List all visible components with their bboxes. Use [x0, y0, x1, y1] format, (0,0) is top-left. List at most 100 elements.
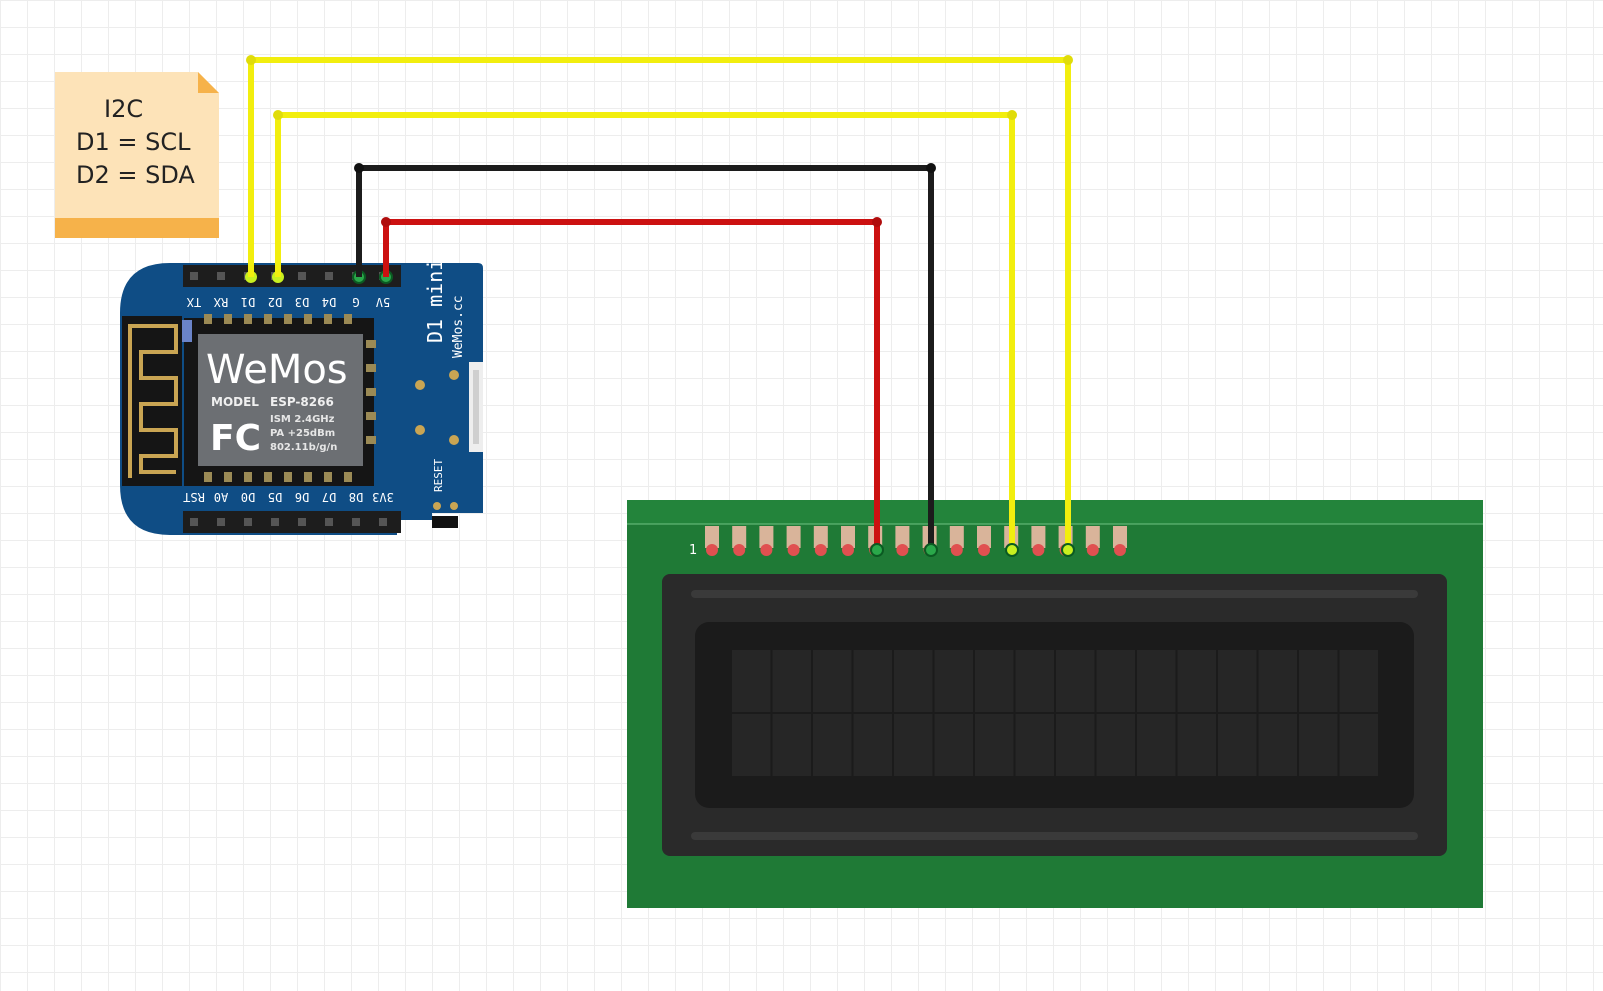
lcd-char-cell — [1096, 714, 1135, 776]
module-shield — [198, 334, 363, 466]
lcd-pin-pad-15 — [1085, 526, 1100, 548]
lcd-char-cell — [1177, 650, 1216, 712]
lcd-pin-pad-4 — [786, 526, 801, 548]
pin-label-d1: D1 — [241, 295, 255, 309]
lcd-char-cell — [732, 650, 771, 712]
lcd-char-cell — [1137, 714, 1176, 776]
lcd-pin-1[interactable] — [706, 544, 718, 556]
pin-label-d3: D3 — [295, 295, 309, 309]
lcd-char-cell — [813, 714, 852, 776]
mount-hole-4 — [415, 425, 425, 435]
lcd-pin-8[interactable] — [896, 544, 909, 556]
lcd-char-cell — [894, 714, 933, 776]
lcd-pin-pad-6 — [841, 526, 855, 548]
lcd-char-cell — [732, 714, 771, 776]
lcd-pin-6[interactable] — [842, 544, 854, 556]
scl-wire[interactable] — [248, 57, 1071, 550]
lcd-char-cell — [1177, 714, 1216, 776]
pin-label-d6: D6 — [295, 490, 309, 504]
lcd-char-cell — [1218, 714, 1257, 776]
lcd-char-cell — [1299, 650, 1338, 712]
module-spec-3: 802.11b/g/n — [270, 442, 337, 453]
lcd-char-cell — [1258, 650, 1297, 712]
mount-hole-1 — [449, 370, 459, 380]
lcd-pin-4[interactable] — [787, 544, 800, 556]
lcd-char-cell — [1015, 714, 1054, 776]
module-spec-2: PA +25dBm — [270, 428, 335, 439]
lcd-connected-pin-1[interactable] — [870, 543, 884, 557]
pin-label-rst: RST — [183, 490, 205, 504]
pin-label-g: G — [352, 295, 359, 309]
lcd-char-cell — [1096, 650, 1135, 712]
lcd-connected-pin-2[interactable] — [924, 543, 938, 557]
module-blue-led — [182, 320, 192, 342]
pin-label-d5: D5 — [268, 490, 282, 504]
note-line-title: I2C — [104, 95, 143, 123]
lcd-pin-13[interactable] — [1032, 544, 1045, 556]
lcd-pin-pad-13 — [1031, 526, 1046, 548]
lcd-char-cell — [1339, 650, 1378, 712]
lcd-16x2[interactable]: 1 — [627, 500, 1483, 908]
lcd-char-cell — [772, 714, 811, 776]
note-line-sda: D2 = SDA — [76, 161, 195, 189]
wemos-d1-mini-board[interactable]: TX RX D1 D2 D3 D4 G 5V RST A0 D0 D5 D6 D… — [120, 259, 483, 535]
lcd-char-cell — [853, 650, 892, 712]
pin-label-d0: D0 — [241, 490, 255, 504]
pin-label-d7: D7 — [322, 490, 336, 504]
lcd-char-cell — [1056, 650, 1095, 712]
lcd-pin-3[interactable] — [760, 544, 773, 556]
lcd-pin-16[interactable] — [1114, 544, 1126, 556]
lcd-char-cell — [1056, 714, 1095, 776]
lcd-connected-pin-4[interactable] — [1061, 543, 1075, 557]
mount-hole-3 — [415, 380, 425, 390]
wire-group — [248, 57, 1071, 550]
lcd-pin-10[interactable] — [950, 544, 963, 556]
lcd-pin-pad-10 — [949, 526, 964, 548]
lcd-char-cell — [1299, 714, 1338, 776]
lcd-pin-pad-2 — [732, 526, 747, 548]
antenna-trace — [128, 324, 178, 478]
lcd-char-cell — [894, 650, 933, 712]
lcd-pin-pad-8 — [895, 526, 910, 548]
reset-button[interactable] — [432, 516, 458, 528]
lcd-char-cell — [813, 650, 852, 712]
pin-label-d8: D8 — [349, 490, 363, 504]
board-name: D1 mini — [423, 259, 447, 343]
wire-bend-points — [246, 55, 1073, 227]
lcd-pin-pad-3 — [759, 526, 774, 548]
lcd-char-cell — [853, 714, 892, 776]
lcd-char-cell — [1218, 650, 1257, 712]
module-logo: WeMos — [206, 347, 348, 393]
ground-wire[interactable] — [356, 165, 934, 550]
lcd-pin-15[interactable] — [1086, 544, 1099, 556]
module-fc-mark: FC — [210, 418, 261, 459]
mount-hole-2 — [449, 435, 459, 445]
lcd-char-cell — [1258, 714, 1297, 776]
lcd-connected-pin-3[interactable] — [1005, 543, 1019, 557]
module-model: ESP-8266 — [270, 395, 334, 409]
lcd-char-cell — [1015, 650, 1054, 712]
sticky-note[interactable]: I2C D1 = SCL D2 = SDA — [55, 72, 219, 238]
pin-label-d4: D4 — [322, 295, 336, 309]
lcd-char-cell — [1137, 650, 1176, 712]
board-brand: WeMos.cc — [451, 295, 466, 358]
bottom-header-pins — [190, 518, 387, 526]
lcd-char-cell — [975, 650, 1014, 712]
lcd-pin-one-label: 1 — [689, 543, 697, 558]
module-model-label: MODEL — [211, 395, 259, 409]
lcd-char-cell — [934, 714, 973, 776]
lcd-char-cell — [772, 650, 811, 712]
pin-label-rx: RX — [213, 295, 228, 309]
lcd-character-grid — [732, 650, 1378, 776]
lcd-pin-2[interactable] — [733, 544, 746, 556]
lcd-pin-pad-16 — [1113, 526, 1127, 548]
pin-label-a0: A0 — [214, 490, 228, 504]
power-wire[interactable] — [383, 219, 880, 550]
sda-wire[interactable] — [275, 112, 1015, 550]
lcd-pin-11[interactable] — [978, 544, 990, 556]
lcd-pin-5[interactable] — [814, 544, 827, 556]
lcd-char-cell — [934, 650, 973, 712]
module-spec-1: ISM 2.4GHz — [270, 414, 335, 425]
pin-label-3v3: 3V3 — [372, 490, 394, 504]
